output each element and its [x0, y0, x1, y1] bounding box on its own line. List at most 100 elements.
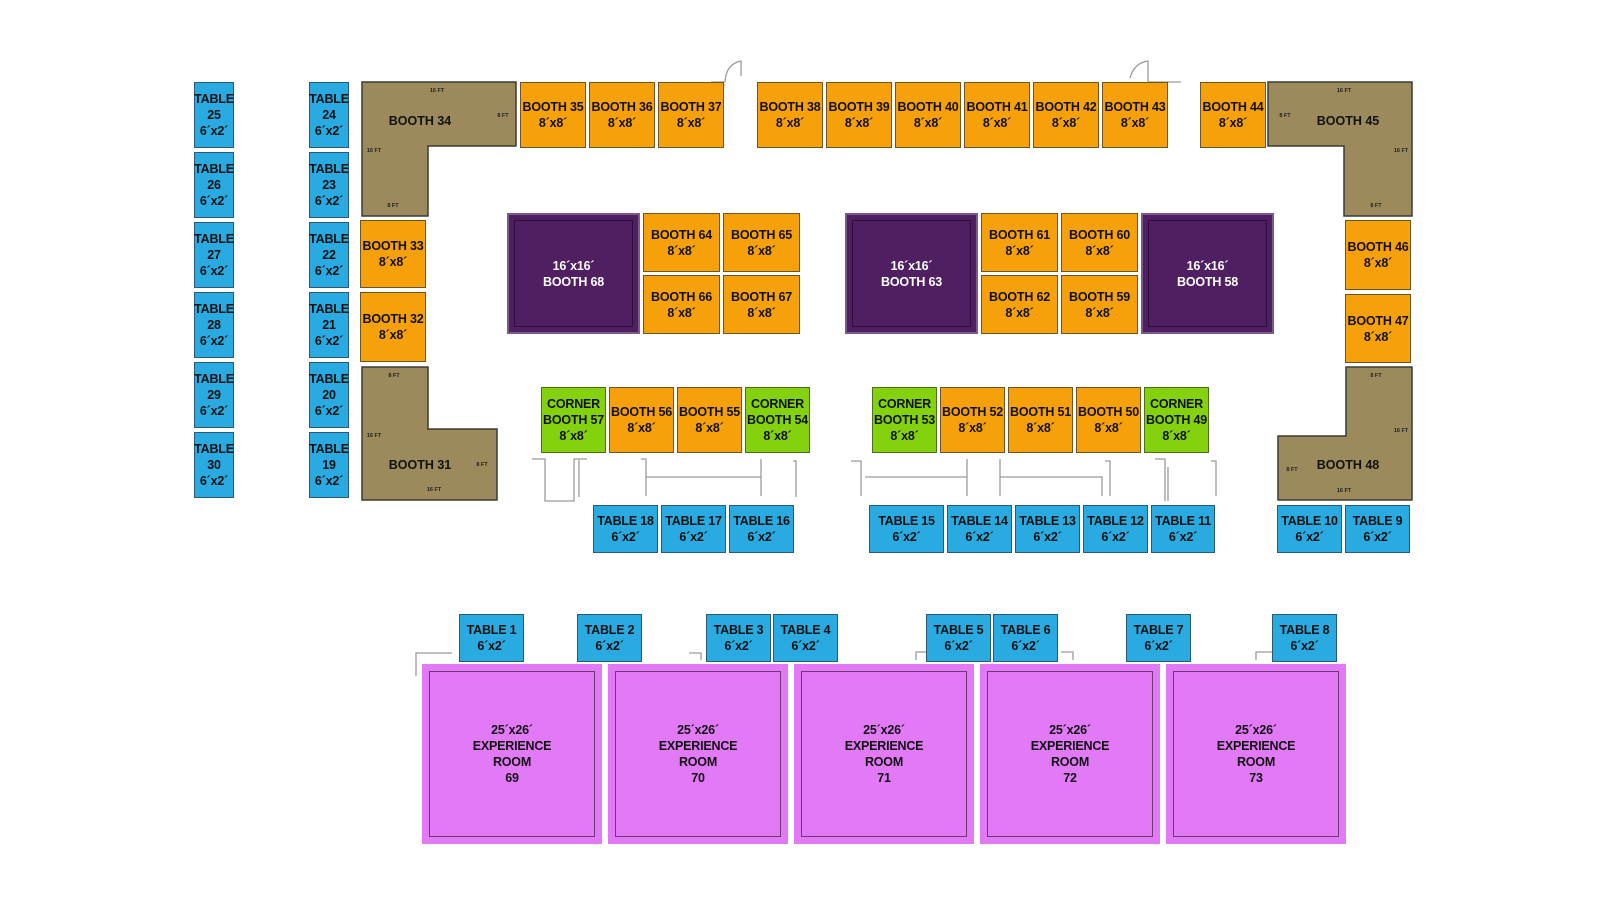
table-size: 6´x2´ — [892, 530, 921, 544]
table-number: 29 — [207, 388, 221, 402]
booth-kind: CORNER — [1150, 397, 1203, 411]
l-booth-34[interactable]: BOOTH 34 16 FT 8 FT 16 FT 8 FT — [361, 81, 517, 217]
table-title: TABLE 16 — [733, 514, 790, 528]
booth-size: 8´x8´ — [1218, 116, 1248, 130]
table-title: TABLE — [309, 442, 349, 456]
table-size: 6´x2´ — [199, 334, 229, 348]
table-title: TABLE 5 — [933, 623, 984, 637]
premium-booth-58[interactable]: 16´x16´BOOTH 58 — [1141, 213, 1274, 334]
booth-title: BOOTH 49 — [1146, 413, 1207, 427]
table-title: TABLE 13 — [1019, 514, 1076, 528]
booth-size: 8´x8´ — [1363, 329, 1393, 344]
booth-size: 8´x8´ — [1005, 243, 1034, 258]
premium-booth-63[interactable]: 16´x16´BOOTH 63 — [845, 213, 978, 334]
booth-size: 8´x8´ — [844, 116, 874, 130]
l-booth-48[interactable]: BOOTH 48 8 FT 16 FT 8 FT 16 FT — [1277, 366, 1413, 501]
booth-title: BOOTH 38 — [759, 100, 821, 114]
l-booth-45[interactable]: BOOTH 45 16 FT 8 FT 16 FT 8 FT — [1267, 81, 1413, 217]
room-number: 70 — [691, 771, 705, 785]
room-outline — [615, 671, 781, 837]
booth-size: 8´x8´ — [1051, 116, 1081, 130]
booth-title: BOOTH 46 — [1347, 240, 1409, 254]
premium-booth-68[interactable]: 16´x16´BOOTH 68 — [507, 213, 640, 334]
room-outline — [1173, 671, 1339, 837]
booth-outline — [1148, 220, 1267, 327]
dim-label: 16 FT — [1337, 88, 1352, 94]
l-booth-31[interactable]: BOOTH 31 8 FT 16 FT 8 FT 16 FT — [361, 366, 498, 501]
dim-label: 16 FT — [1337, 488, 1352, 494]
room-outline — [801, 671, 967, 837]
table-size: 6´x2´ — [314, 474, 344, 488]
booth-title: BOOTH 52 — [942, 405, 1003, 419]
dim-label: 8 FT — [1286, 467, 1298, 473]
dim-label: 16 FT — [367, 148, 382, 154]
